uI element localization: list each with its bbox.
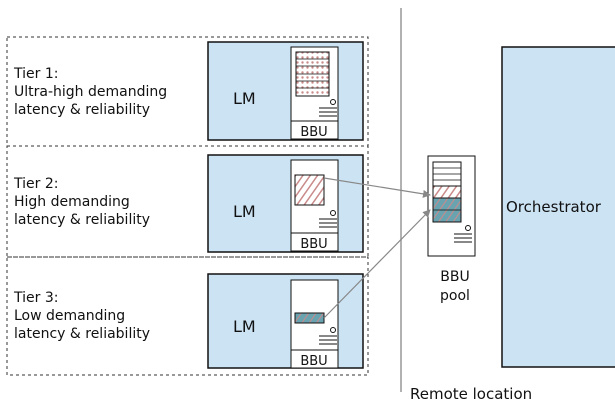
tier-1-title: Tier 1: xyxy=(13,66,58,82)
tier-1-group: Tier 1: Ultra-high demanding latency & r… xyxy=(6,36,369,147)
tier-2-lm-box xyxy=(207,154,364,253)
tier-2-lm-label: LM xyxy=(233,202,256,221)
bbu-pool-label-line2: pool xyxy=(440,288,470,304)
tier-3-latency: latency & reliability xyxy=(14,326,150,342)
tier-1-bbu-power-icon xyxy=(330,99,336,105)
tier-3-bbu-box xyxy=(290,279,339,369)
tier-3-to-pool-arrow xyxy=(323,209,431,319)
tier-1-demand: Ultra-high demanding xyxy=(14,84,167,100)
tier-1-latency: latency & reliability xyxy=(14,102,150,118)
tier-2-border xyxy=(6,145,369,258)
tier-3-lm-label: LM xyxy=(233,317,256,336)
tier-3-bbu-slots xyxy=(294,312,325,324)
bbu-pool-power-icon xyxy=(465,225,471,231)
bbu-pool-label-line1: BBU xyxy=(440,269,469,285)
tier-2-group: Tier 2: High demanding latency & reliabi… xyxy=(6,145,369,258)
tier-2-latency: latency & reliability xyxy=(14,212,150,228)
tier-1-lm-box xyxy=(207,41,364,141)
remote-location-label: Remote location xyxy=(410,385,532,403)
tier-2-demand: High demanding xyxy=(14,194,130,210)
tier-1-lm-label: LM xyxy=(233,89,256,108)
tier-3-title: Tier 3: xyxy=(13,290,58,306)
tier-1-bbu-label: BBU xyxy=(300,125,327,140)
tier-3-lm-box xyxy=(207,273,364,369)
tier-2-bbu-label: BBU xyxy=(300,237,327,252)
tier-3-demand: Low demanding xyxy=(14,308,125,324)
tier-2-to-pool-arrow xyxy=(323,177,431,198)
tier-2-bbu-slots xyxy=(294,174,325,206)
tier-3-group: Tier 3: Low demanding latency & reliabil… xyxy=(6,256,369,376)
orchestrator-group: Orchestrator xyxy=(501,46,615,368)
tier-3-border xyxy=(6,256,369,376)
tier-3-bbu-label: BBU xyxy=(300,354,327,369)
orchestrator-box xyxy=(501,46,615,368)
tier-2-title: Tier 2: xyxy=(13,176,58,192)
tier-3-bbu-power-icon xyxy=(330,327,336,333)
bbu-pool-slots-red xyxy=(432,185,462,199)
orchestrator-label: Orchestrator xyxy=(506,198,602,216)
bbu-pool-group: BBU pool xyxy=(427,155,476,304)
tier-2-bbu-power-icon xyxy=(330,210,336,216)
